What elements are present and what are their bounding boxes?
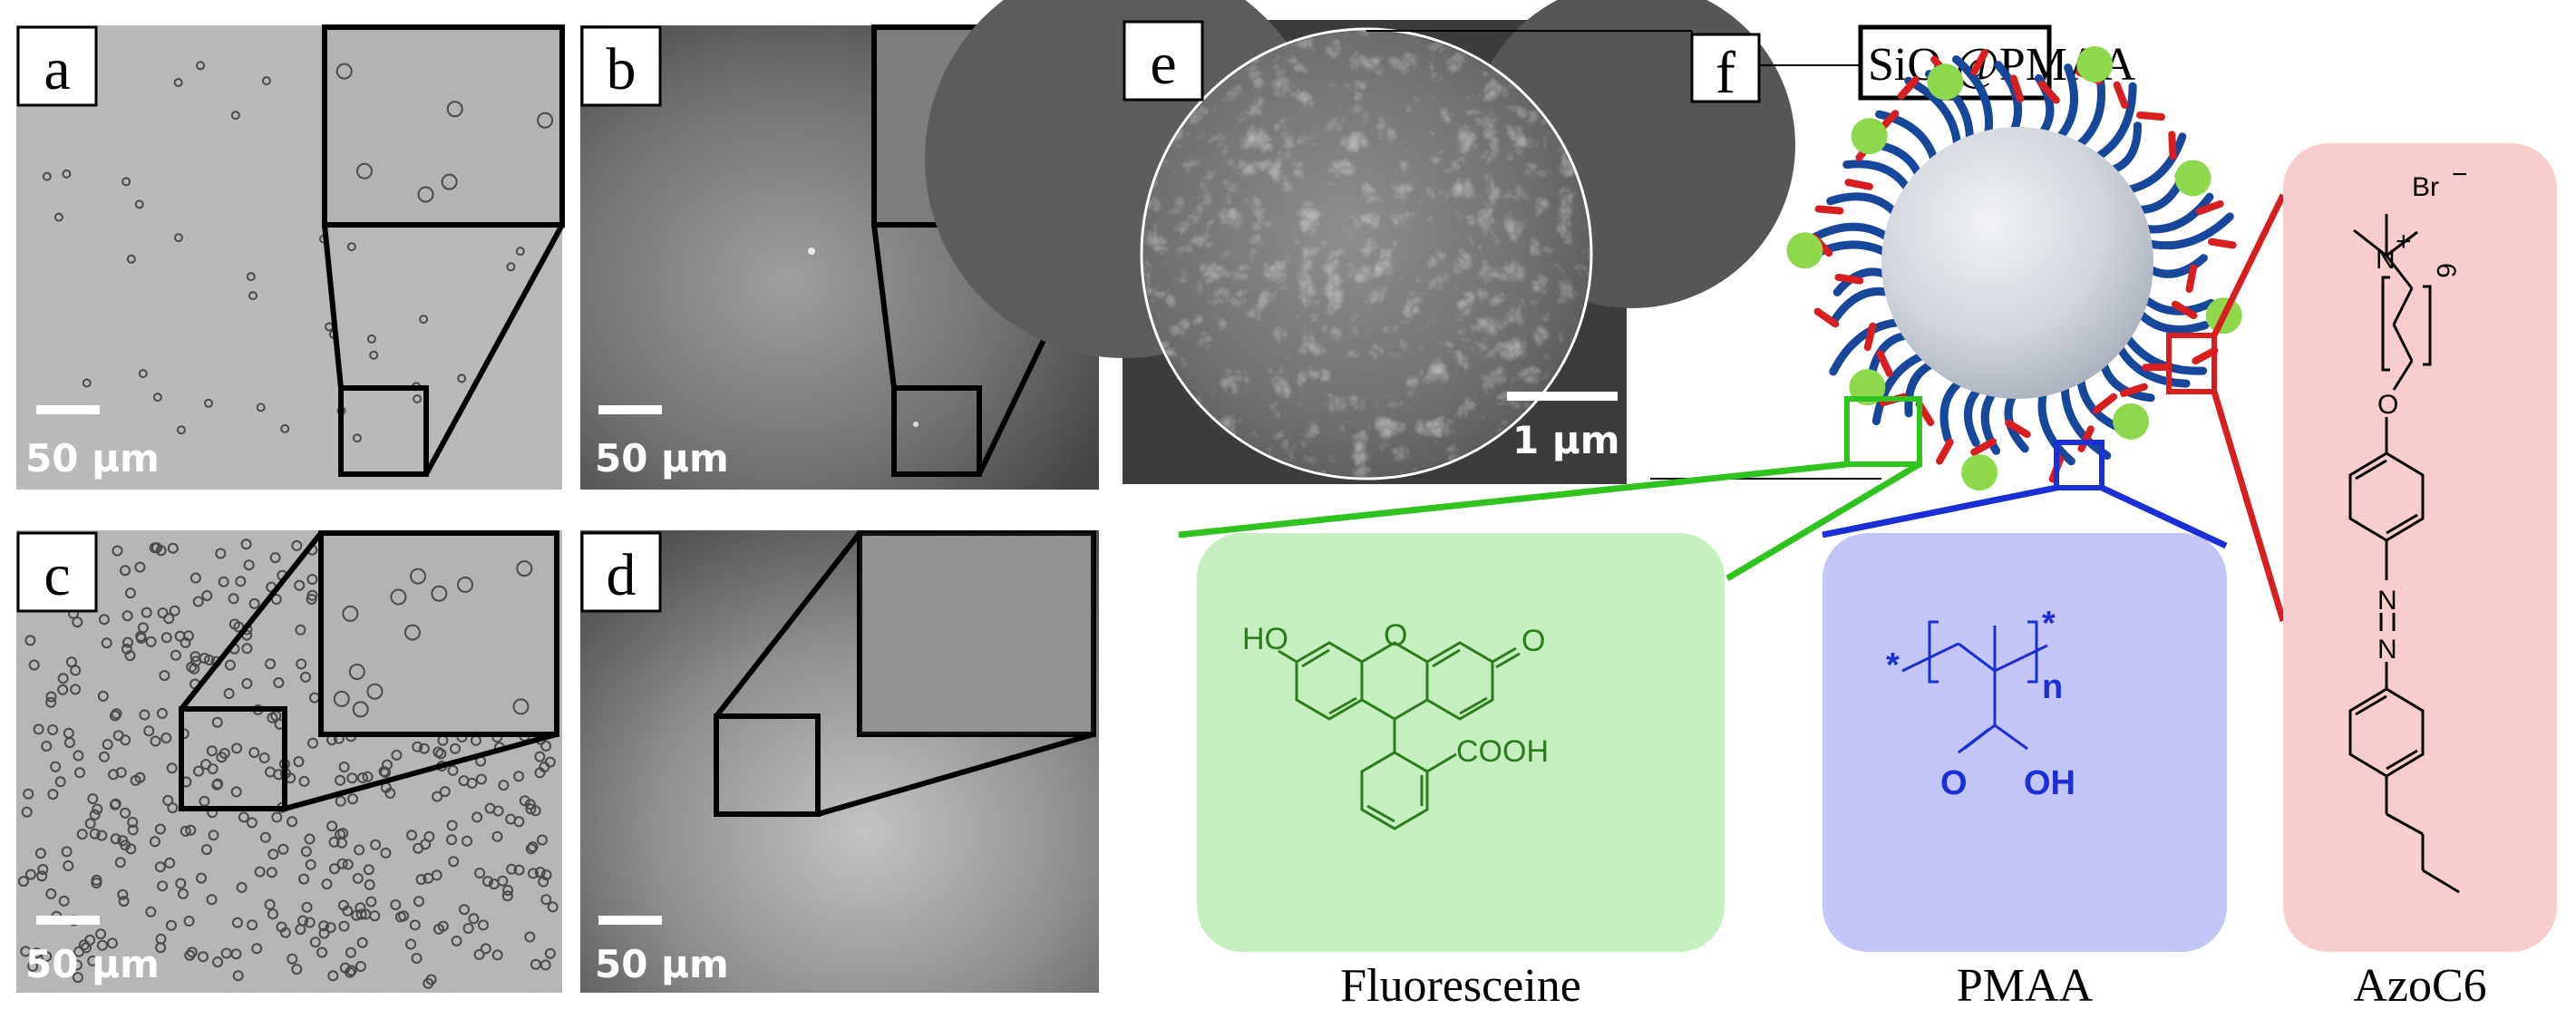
fluoresceine-keto-o: O: [1521, 624, 1545, 658]
azoc6-plus: +: [2396, 227, 2412, 257]
scale-bar-label-e: 1 μm: [1512, 418, 1620, 462]
pmaa-panel: * * n O OH PMAA: [1823, 533, 2227, 1012]
fluoresceine-bg: [1197, 533, 1725, 952]
panel-e: e 1 μm: [925, 0, 1795, 484]
pmaa-star-right: *: [2042, 605, 2056, 643]
caption-pmaa: PMAA: [1957, 960, 2094, 1012]
pmaa-n: n: [2042, 668, 2063, 706]
caption-fluoresceine: Fluoresceine: [1340, 960, 1581, 1012]
fluoresceine-panel: HO O O COOH Fluoresceine: [1197, 533, 1725, 1012]
particles-c: [17, 539, 559, 989]
azoc6-br-charge: −: [2452, 160, 2468, 189]
scale-bar-label-b: 50 μm: [595, 436, 729, 480]
particle-illustration: [1786, 46, 2242, 491]
panel-letter-d: d: [607, 542, 637, 608]
azoc6-panel: Br − N + 6 O N N AzoC6: [2283, 143, 2557, 1012]
fluoresceine-cooh: COOH: [1456, 734, 1549, 769]
azoc6-n-plus: N: [2376, 245, 2396, 275]
panel-letter-a: a: [44, 36, 70, 102]
panel-c: c 50 μm: [16, 530, 562, 993]
fluoresceine-ring-o: O: [1384, 618, 1407, 653]
azoc6-o: O: [2377, 390, 2398, 420]
panel-letter-b: b: [607, 36, 637, 102]
panel-letter-c: c: [44, 542, 70, 608]
scale-bar-label-d: 50 μm: [595, 942, 729, 986]
panel-letter-f-box: [1690, 33, 1761, 103]
pmaa-marker: [2054, 440, 2105, 490]
pmaa-o: O: [1940, 764, 1968, 802]
zoom-particles-a: [335, 63, 554, 203]
azoc6-n1: N: [2377, 586, 2397, 616]
caption-azoc6: AzoC6: [2353, 960, 2486, 1012]
azoc6-marker: [2166, 333, 2217, 394]
pmaa-bg: [1823, 533, 2227, 952]
fluoresceine-ho: HO: [1242, 622, 1288, 656]
panel-letter-e: e: [1150, 31, 1176, 97]
scale-bar-label-a: 50 μm: [25, 436, 160, 480]
azoc6-chain-n: 6: [2431, 263, 2461, 278]
fluoresceine-marker: [1844, 396, 1922, 467]
pmaa-star-left: *: [1886, 646, 1900, 684]
panel-a: a 50 μm: [16, 24, 565, 490]
panel-d: d 50 μm: [580, 530, 1099, 993]
panel-letter-f: f: [1716, 40, 1735, 106]
azoc6-bg: [2283, 143, 2557, 952]
scale-bar-label-c: 50 μm: [25, 942, 160, 986]
zoom-particles-c: [333, 560, 533, 718]
azoc6-br: Br: [2412, 172, 2439, 202]
pmaa-oh: OH: [2024, 764, 2075, 802]
azoc6-n2: N: [2377, 635, 2397, 665]
